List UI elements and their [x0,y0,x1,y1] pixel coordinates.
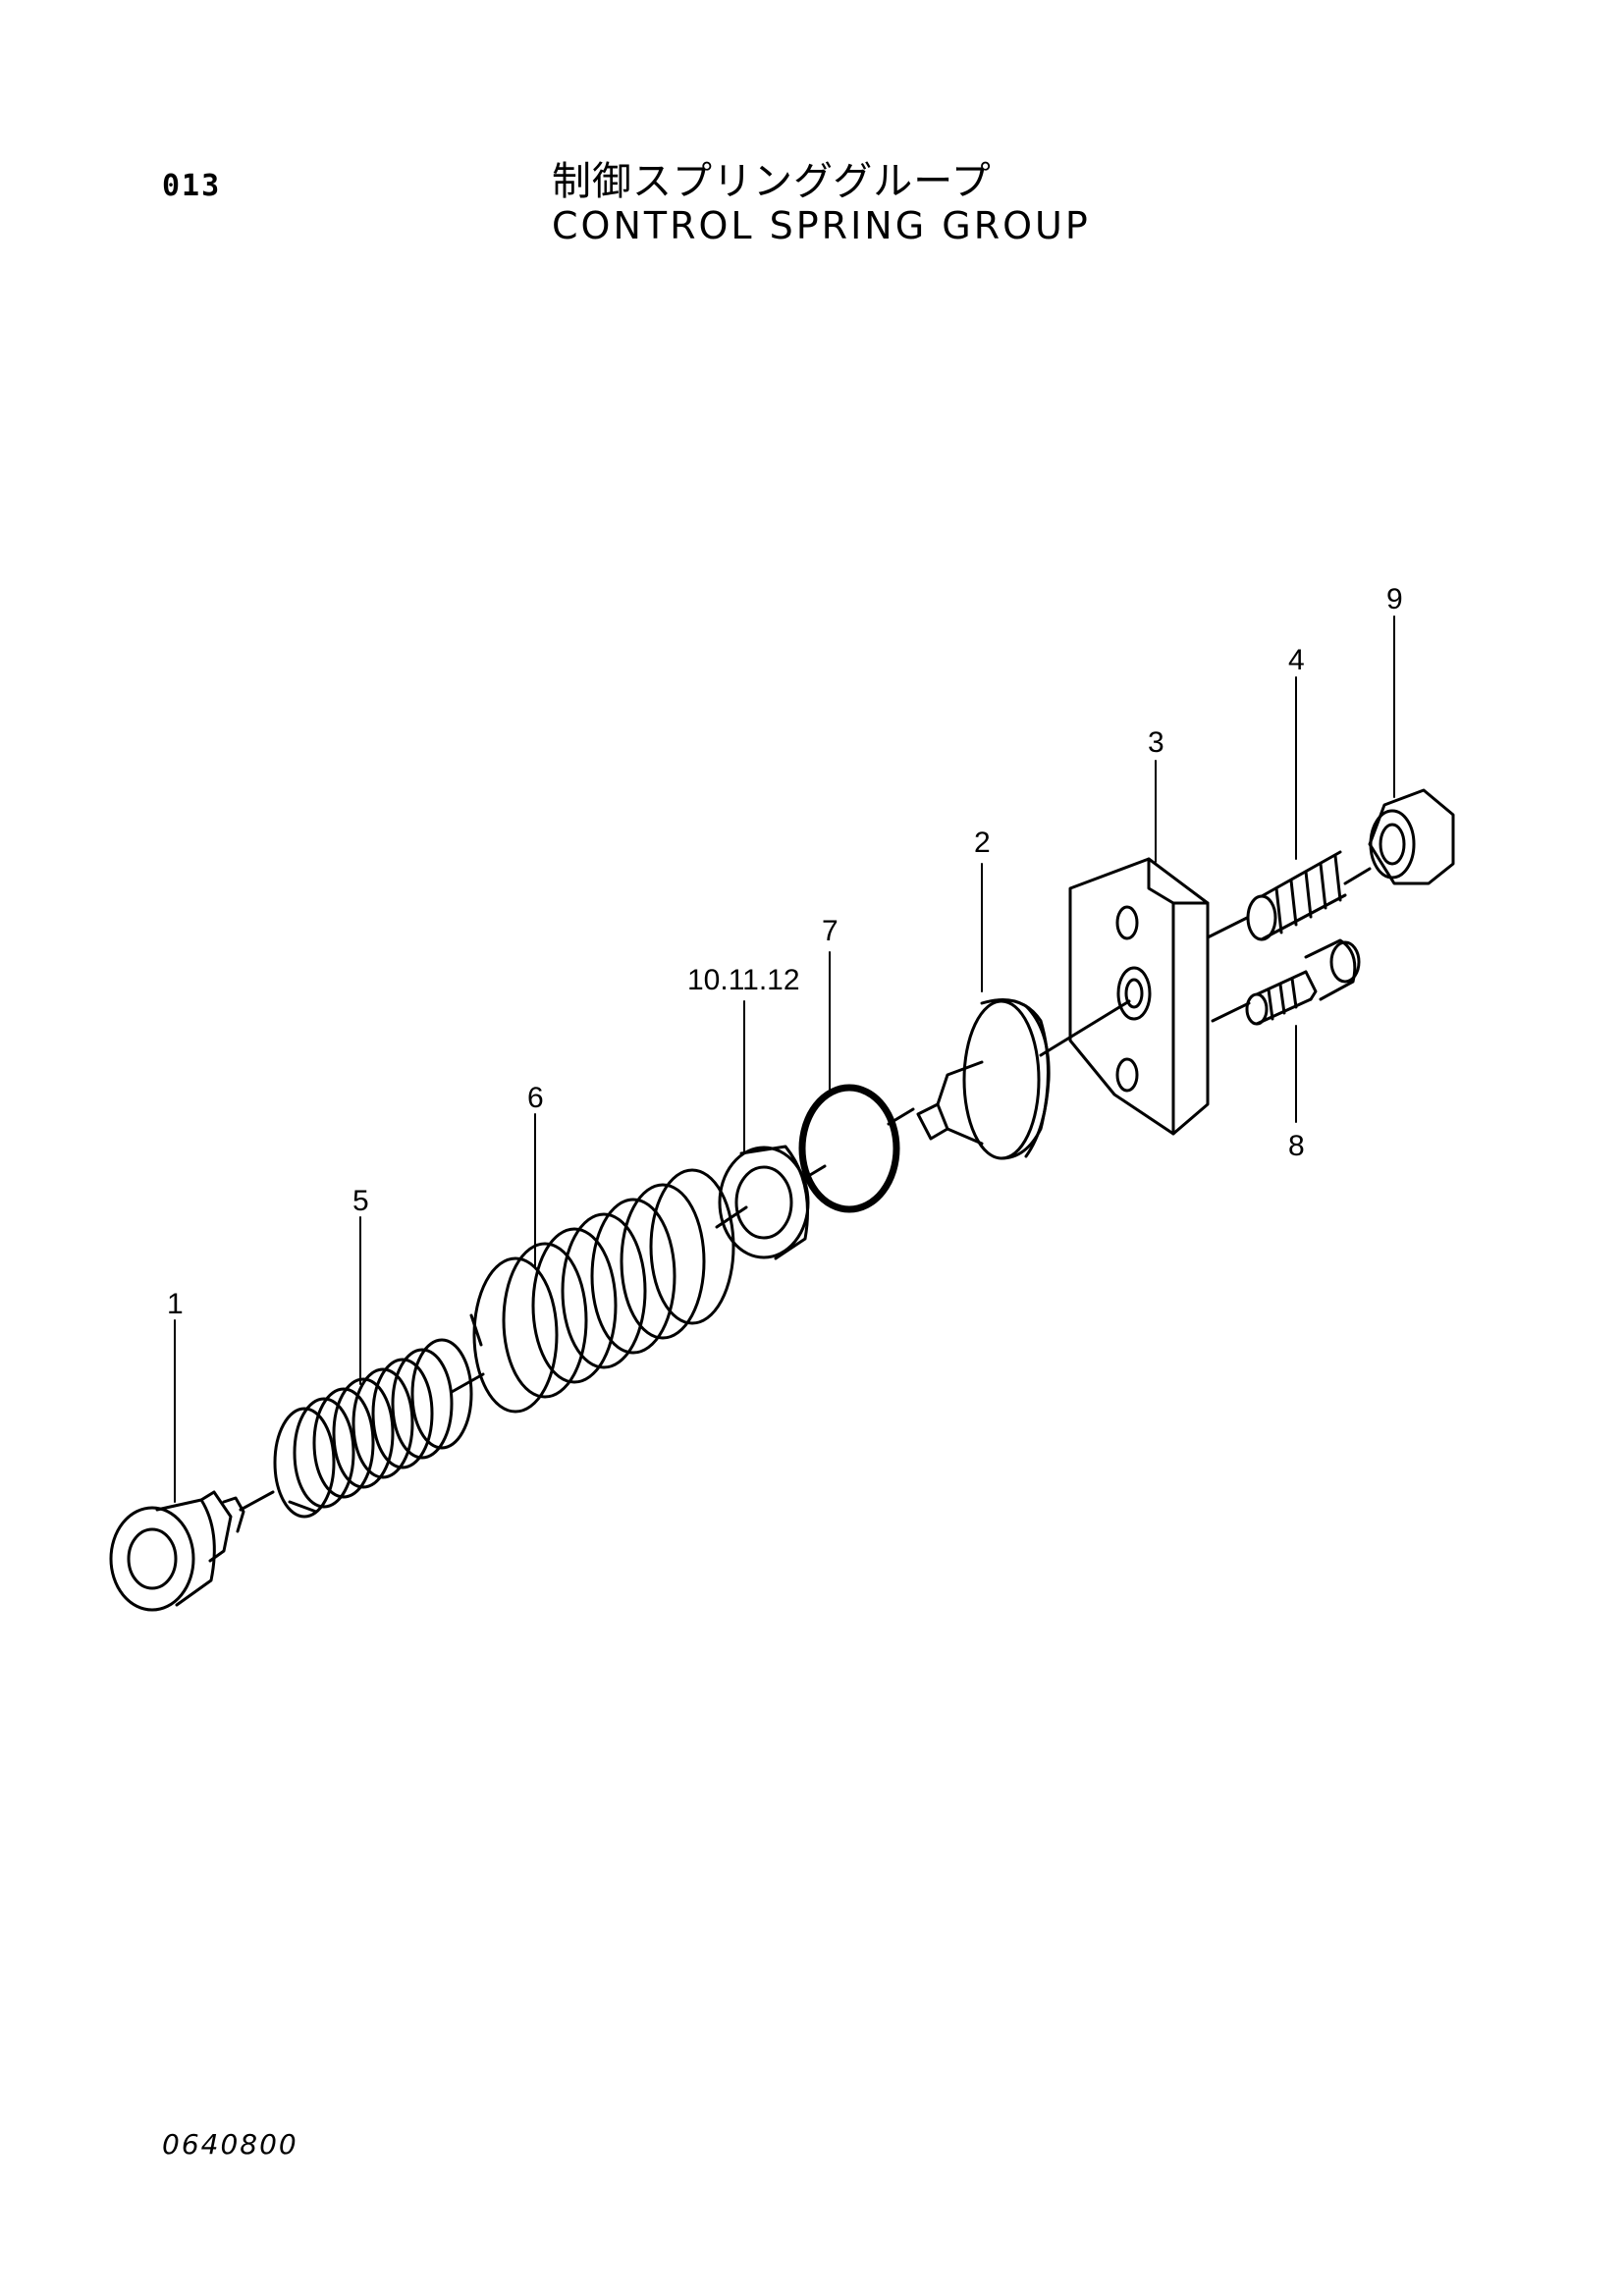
callout-9: 9 [1386,583,1403,615]
title-japanese: 制御スプリンググループ [552,159,992,204]
callout-5: 5 [352,1185,369,1217]
axis-line-3-8 [1211,1001,1251,1023]
callout-2: 2 [974,827,991,859]
axis-line-5-6 [450,1372,485,1394]
part-8-bolt [1245,938,1361,1026]
part-1-spring-seat [109,1490,245,1612]
callout-3: 3 [1148,726,1164,759]
part-4-set-screw [1246,850,1347,941]
part-6-outer-spring [469,1168,735,1414]
part-7-o-ring [798,1084,900,1213]
part-9-nut [1368,788,1455,885]
title-english: CONTROL SPRING GROUP [552,204,1091,247]
part-2-retainer [916,998,1051,1160]
page-number: 013 [162,169,222,203]
part-10-11-12-shim [718,1145,810,1260]
axis-line-2-3 [1039,999,1131,1057]
part-3-plate [1068,857,1210,1136]
axis-line-1-5 [239,1490,275,1512]
callout-8: 8 [1288,1130,1305,1162]
callout-6: 6 [527,1082,544,1114]
callout-1: 1 [167,1288,184,1320]
drawing-code: 0640800 [162,2128,298,2161]
callout-7: 7 [822,915,839,947]
axis-line-3-4 [1206,916,1249,939]
leader-lines [174,615,1395,1503]
callout-4: 4 [1288,644,1305,676]
callout-10-11-12: 10.11.12 [687,964,800,996]
axis-line-4-9 [1343,867,1372,885]
part-5-inner-spring [273,1338,473,1519]
